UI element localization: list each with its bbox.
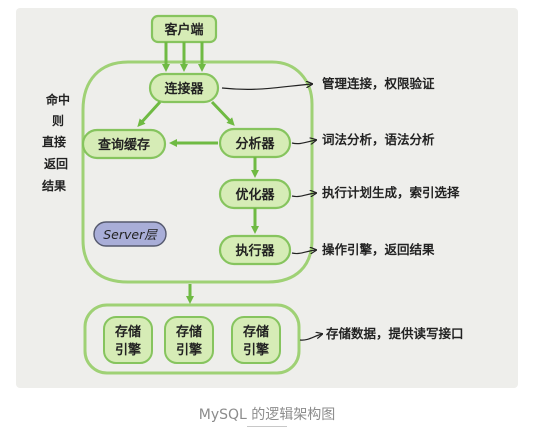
connector-to-analyzer-arrow <box>210 100 235 126</box>
query-cache-node: 查询缓存 <box>81 128 167 160</box>
side-note-line-3: 直接 <box>42 134 66 149</box>
analyzer-note-arrow <box>291 140 316 144</box>
optimizer-node: 优化器 <box>218 178 292 210</box>
client-node: 客户端 <box>150 14 218 44</box>
executor-note-arrow <box>291 250 316 255</box>
storage-engine-2-line2: 引擎 <box>176 342 202 358</box>
connector-note: 管理连接，权限验证 <box>322 76 435 91</box>
side-note-line-1: 命中 <box>45 92 70 107</box>
storage-note-arrow <box>299 334 322 341</box>
storage-engine-3: 存储 引擎 <box>231 316 281 364</box>
optimizer-label: 优化器 <box>235 187 275 203</box>
analyzer-note: 词法分析，语法分析 <box>322 132 435 147</box>
connector-node: 连接器 <box>148 72 220 104</box>
optimizer-note-arrow <box>291 193 316 198</box>
side-note-line-5: 结果 <box>42 178 66 193</box>
storage-engine-3-line2: 引擎 <box>243 342 269 358</box>
analyzer-label: 分析器 <box>235 136 275 152</box>
client-label: 客户端 <box>164 22 203 38</box>
mysql-architecture-diagram: 客户端 连接器 查询缓存 分析器 优化器 执行器 Server层 存储 引擎 存… <box>42 14 464 375</box>
storage-engine-1-line2: 引擎 <box>115 342 141 358</box>
executor-note: 操作引擎，返回结果 <box>322 242 435 257</box>
figure-caption: MySQL 的逻辑架构图 <box>198 407 336 423</box>
server-layer-label: Server层 <box>103 227 158 242</box>
storage-engine-container <box>83 303 301 375</box>
side-note-line-2: 则 <box>52 114 64 128</box>
analyzer-node: 分析器 <box>218 127 292 159</box>
storage-engine-2: 存储 引擎 <box>164 316 214 364</box>
caption-underline <box>247 426 287 427</box>
executor-label: 执行器 <box>235 243 275 259</box>
connector-to-query-cache-arrow <box>137 100 162 127</box>
storage-engine-1-line1: 存储 <box>115 324 141 340</box>
connector-note-arrow <box>221 84 312 90</box>
query-cache-label: 查询缓存 <box>97 137 150 153</box>
storage-note: 存储数据，提供读写接口 <box>325 326 464 341</box>
server-layer-badge: Server层 <box>93 221 167 247</box>
storage-engine-3-line1: 存储 <box>243 324 269 340</box>
side-note-line-4: 返回 <box>44 156 68 171</box>
connector-label: 连接器 <box>164 81 204 97</box>
storage-engine-2-line1: 存储 <box>176 324 202 340</box>
storage-engine-1: 存储 引擎 <box>103 316 153 364</box>
optimizer-note: 执行计划生成，索引选择 <box>322 185 460 200</box>
executor-node: 执行器 <box>218 234 292 266</box>
